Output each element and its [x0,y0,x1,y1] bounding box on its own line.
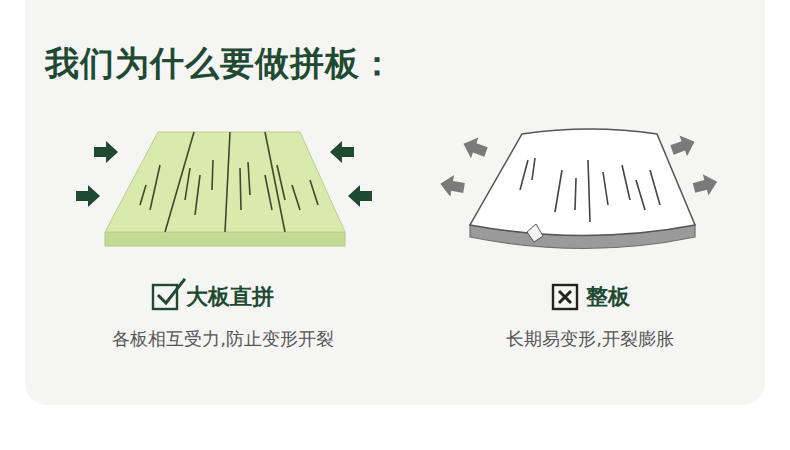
joined-board [76,132,372,246]
option-heading: 整板 [586,282,630,312]
option-note: 长期易变形,开裂膨胀 [506,327,674,351]
option-heading: 大板直拼 [186,282,274,312]
option-note: 各板相互受力,防止变形开裂 [112,327,334,351]
page-title: 我们为什么要做拼板： [45,41,395,87]
whole-board [438,129,720,249]
panel [25,0,765,405]
check-icon [153,280,184,309]
cross-icon [553,285,577,309]
